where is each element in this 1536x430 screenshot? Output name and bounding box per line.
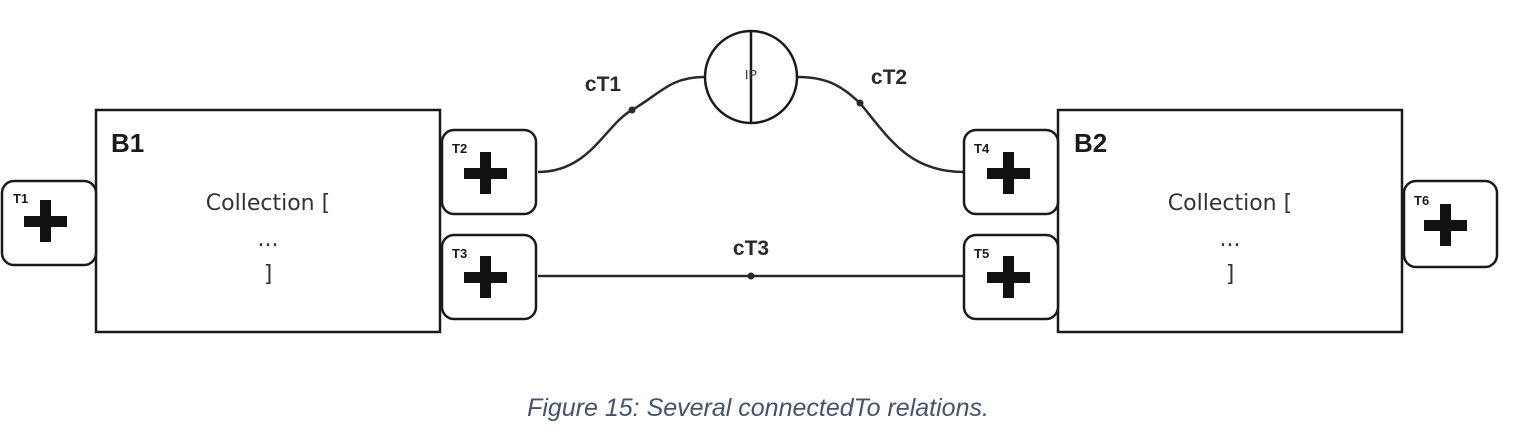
terminal-t3-label: T3 xyxy=(452,246,467,261)
terminal-t2: T2 xyxy=(440,128,538,216)
connection-ct3-label: cT3 xyxy=(733,237,769,260)
block-b2-collection-ellipsis: ... xyxy=(1220,227,1241,252)
terminal-t6: T6 xyxy=(1402,179,1499,269)
plus-icon xyxy=(464,256,507,298)
connection-ct3-dot xyxy=(747,272,755,280)
block-b1-collection-ellipsis: ... xyxy=(258,227,279,252)
ip-node: IP xyxy=(703,29,799,125)
block-b2-collection-close: ] xyxy=(1226,262,1235,287)
connection-ct1-label: cT1 xyxy=(585,73,622,96)
terminal-t4: T4 xyxy=(962,128,1060,216)
connection-ct2-label: cT2 xyxy=(871,66,907,89)
terminal-t1: T1 xyxy=(0,179,98,267)
connection-ct2-line xyxy=(797,75,965,174)
block-b1-title: B1 xyxy=(111,128,144,158)
block-b1: B1 Collection [ ... ] xyxy=(94,108,442,334)
plus-icon xyxy=(464,152,507,194)
connection-ct2-dot xyxy=(856,99,864,107)
block-b1-collection-open: Collection [ xyxy=(206,191,330,216)
plus-icon xyxy=(987,256,1030,298)
terminal-t5-label: T5 xyxy=(974,246,989,261)
block-b1-collection-close: ] xyxy=(264,262,273,287)
block-b2: B2 Collection [ ... ] xyxy=(1056,108,1404,334)
ip-label: IP xyxy=(745,67,757,82)
terminal-t5: T5 xyxy=(962,233,1060,321)
block-b2-title: B2 xyxy=(1074,128,1107,158)
plus-icon xyxy=(1424,204,1467,246)
terminal-t1-label: T1 xyxy=(13,191,28,206)
connection-ct1-dot xyxy=(628,106,636,114)
figure-caption: Figure 15: Several connectedTo relations… xyxy=(527,394,989,422)
terminal-t4-label: T4 xyxy=(974,141,990,156)
terminal-t6-label: T6 xyxy=(1414,193,1429,208)
terminal-t3: T3 xyxy=(440,233,538,321)
plus-icon xyxy=(987,152,1030,194)
block-b2-collection-open: Collection [ xyxy=(1168,191,1292,216)
terminal-t2-label: T2 xyxy=(452,141,467,156)
plus-icon xyxy=(24,200,67,242)
